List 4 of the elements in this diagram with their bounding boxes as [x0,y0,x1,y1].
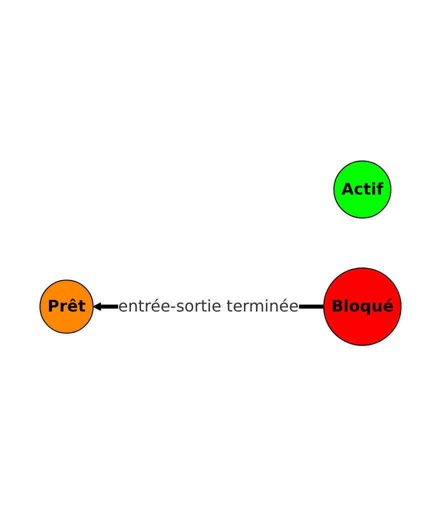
node-circle: Prêt [40,279,94,334]
node-circle: Bloqué [324,267,402,346]
edge-label: entrée-sortie terminée [118,296,300,316]
node-circle: Actif [334,160,392,218]
